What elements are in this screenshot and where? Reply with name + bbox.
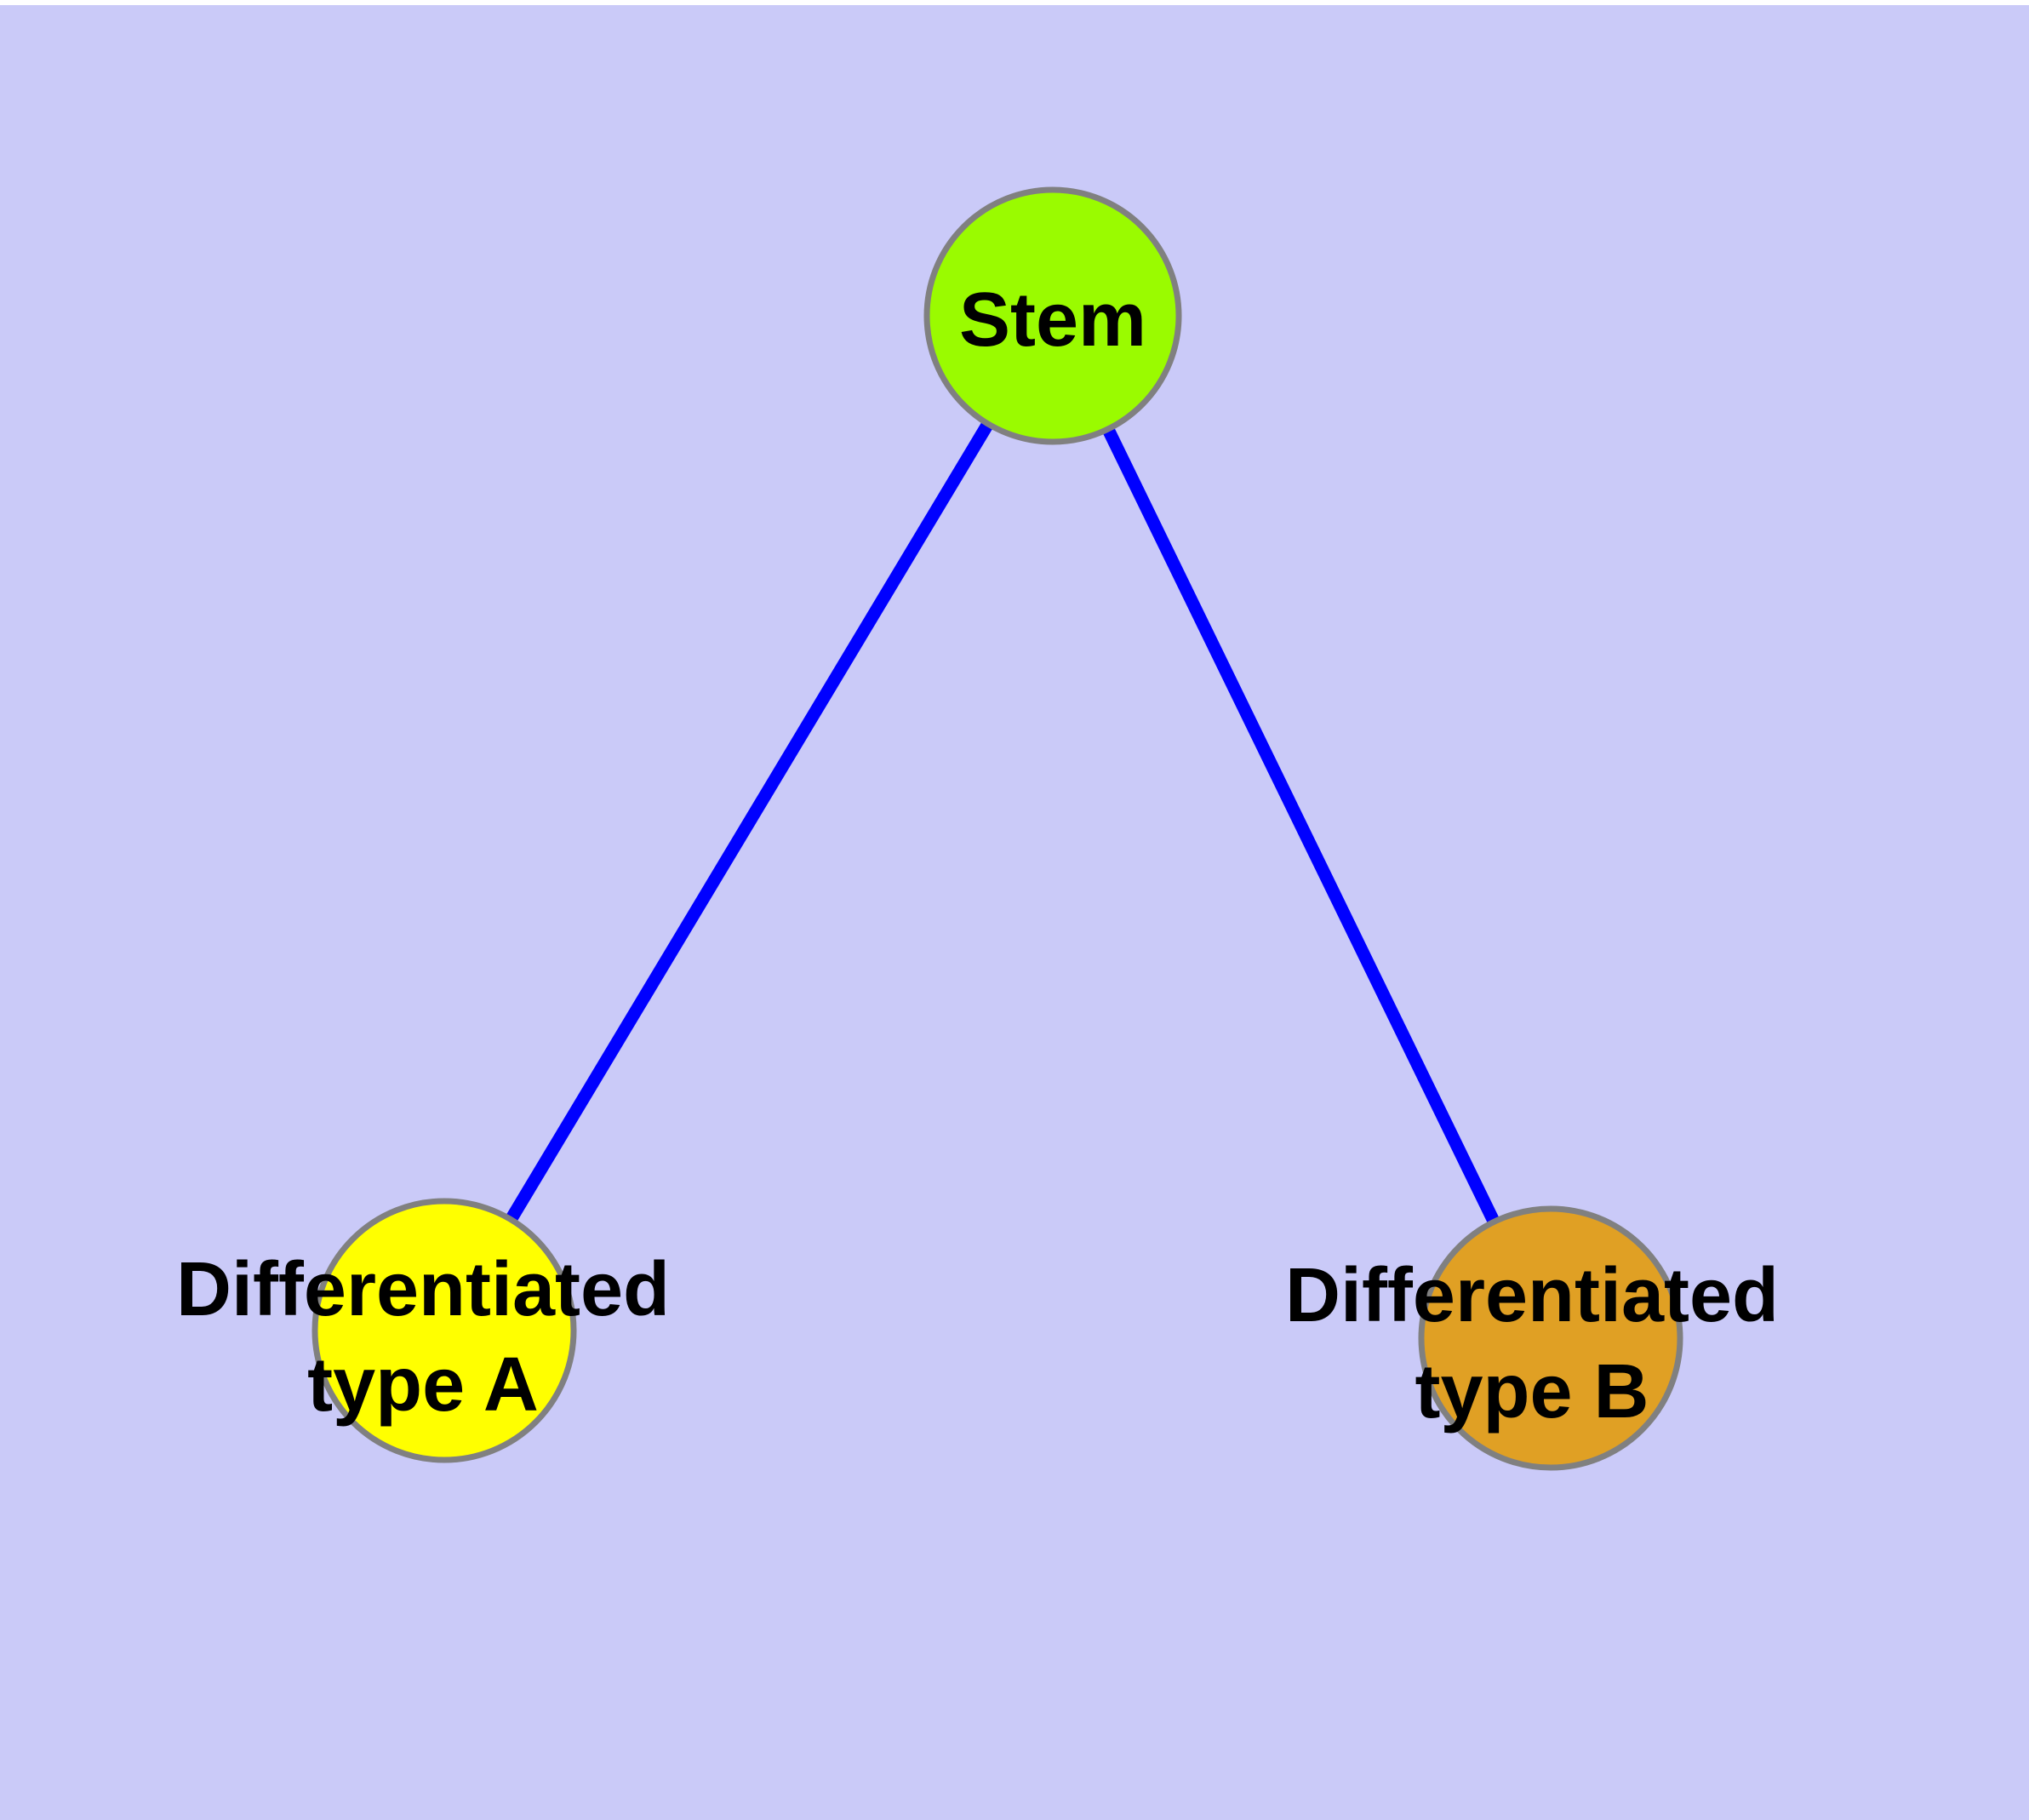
top-edge-strip	[0, 0, 2029, 5]
node-type-b-label-line2: type B	[1415, 1349, 1649, 1434]
node-type-a-label-line1: Differentiated	[176, 1247, 670, 1332]
node-type-a-circle	[311, 1198, 577, 1463]
node-stem-label: Stem	[959, 278, 1146, 363]
edge-stem-to-type-a	[438, 312, 1059, 1334]
node-group: Stem Differentiated type A Differentiate…	[176, 186, 1779, 1471]
node-type-b-circle	[1418, 1205, 1683, 1471]
node-type-b-label-line1: Differentiated	[1285, 1253, 1779, 1338]
node-type-a-label-line2: type A	[307, 1342, 539, 1428]
edge-stem-to-type-b	[1047, 312, 1557, 1342]
edge-group	[438, 312, 1557, 1342]
node-stem-circle	[923, 186, 1182, 445]
